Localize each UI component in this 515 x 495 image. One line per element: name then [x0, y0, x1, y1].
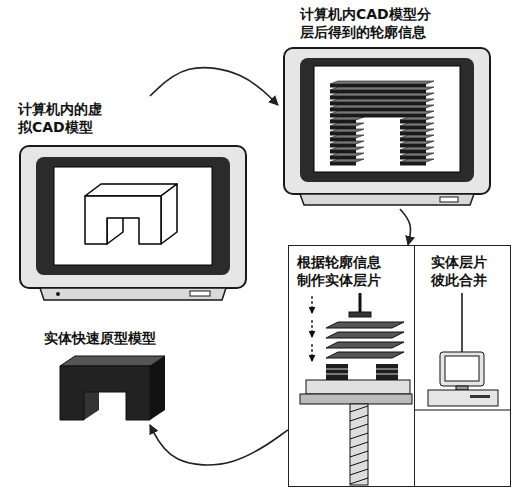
node-label: 计算机内的虚拟CAD模型	[18, 100, 110, 136]
node-label: 计算机内CAD模型分层后得到的轮廓信息	[300, 5, 440, 41]
monitor-base	[300, 194, 474, 205]
slice-layer	[330, 87, 434, 94]
built-part	[326, 364, 348, 380]
build-chamber-panel: 根据轮廓信息制作实体层片	[288, 245, 415, 487]
slice-layer	[400, 129, 434, 136]
down-arrow	[311, 344, 312, 361]
slice-layer	[330, 81, 434, 88]
slice-layer	[330, 99, 434, 106]
node-label: 实体层片彼此合并	[431, 253, 493, 289]
slice-layer	[330, 153, 364, 160]
node-label: 实体快速原型模型	[44, 329, 184, 347]
pc-stand	[456, 386, 468, 390]
print-rod	[359, 293, 362, 312]
monitor-casing	[20, 146, 246, 288]
monitor-screen	[54, 167, 212, 265]
lift-screw	[350, 404, 368, 485]
model-side-face	[150, 356, 165, 420]
model-front-face	[60, 366, 150, 420]
slice-layer	[330, 141, 364, 148]
monitor-bezel	[36, 157, 230, 275]
slice-layer	[330, 159, 364, 166]
print-head	[349, 312, 371, 317]
monitor-button	[440, 197, 458, 202]
left-monitor	[20, 146, 246, 300]
model-side-face	[161, 184, 177, 244]
monitor-button	[190, 291, 210, 296]
slice-layer	[400, 141, 434, 148]
slice-layer	[400, 159, 434, 166]
slice-layer	[400, 135, 434, 142]
monitor-base	[40, 288, 226, 300]
pc-monitor	[440, 352, 484, 386]
pc-screen	[445, 356, 479, 381]
slice-layer	[330, 123, 364, 130]
layer-sheet	[326, 342, 404, 348]
flow-arrow	[150, 68, 278, 105]
build-platform	[306, 380, 410, 394]
layer-sheet	[326, 332, 404, 338]
layer-sheet	[326, 322, 404, 328]
slice-layer	[400, 123, 434, 130]
node-label: 根据轮廓信息制作实体层片	[297, 253, 387, 289]
flow-arrow	[400, 209, 411, 245]
control-computer	[415, 293, 510, 410]
down-arrow	[311, 320, 312, 337]
model-top-face	[60, 356, 165, 366]
layer-sheet	[326, 352, 404, 358]
computer-panel: 实体层片彼此合并	[414, 245, 511, 487]
prototype-node: 实体快速原型模型	[40, 325, 190, 425]
monitor-node: 计算机内的虚拟CAD模型	[12, 96, 252, 302]
slice-layer	[330, 117, 364, 124]
prototype-model	[60, 356, 165, 420]
monitor-bezel	[300, 58, 474, 182]
right-monitor	[284, 48, 490, 205]
screw-thread	[350, 406, 368, 484]
slice-layer	[330, 147, 364, 154]
monitor-casing	[284, 48, 490, 194]
slice-layer	[330, 135, 364, 142]
down-arrow	[311, 296, 312, 313]
slice-layer	[400, 147, 434, 154]
model-front-face	[85, 196, 161, 244]
pc-case	[428, 390, 498, 406]
monitor-screen	[314, 66, 460, 172]
slice-layer	[330, 105, 434, 112]
monitor-node: 计算机内CAD模型分层后得到的轮廓信息	[278, 3, 495, 209]
cad-model	[85, 184, 177, 244]
cable	[461, 293, 463, 352]
slice-layer	[400, 117, 434, 124]
pc-drive	[470, 395, 490, 398]
slice-layer	[400, 153, 434, 160]
flow-arrow	[150, 425, 288, 465]
sliced-model	[330, 81, 434, 166]
built-part	[376, 364, 398, 380]
down-arrows	[311, 296, 312, 361]
monitor-led	[56, 292, 60, 296]
layer-sheets	[326, 322, 404, 358]
slice-layer	[330, 93, 434, 100]
slice-layer	[330, 111, 434, 118]
desk-line	[415, 409, 510, 410]
build-chamber	[300, 293, 412, 485]
slice-layer	[330, 129, 364, 136]
platform-base	[300, 394, 412, 404]
part-layers	[326, 369, 398, 374]
